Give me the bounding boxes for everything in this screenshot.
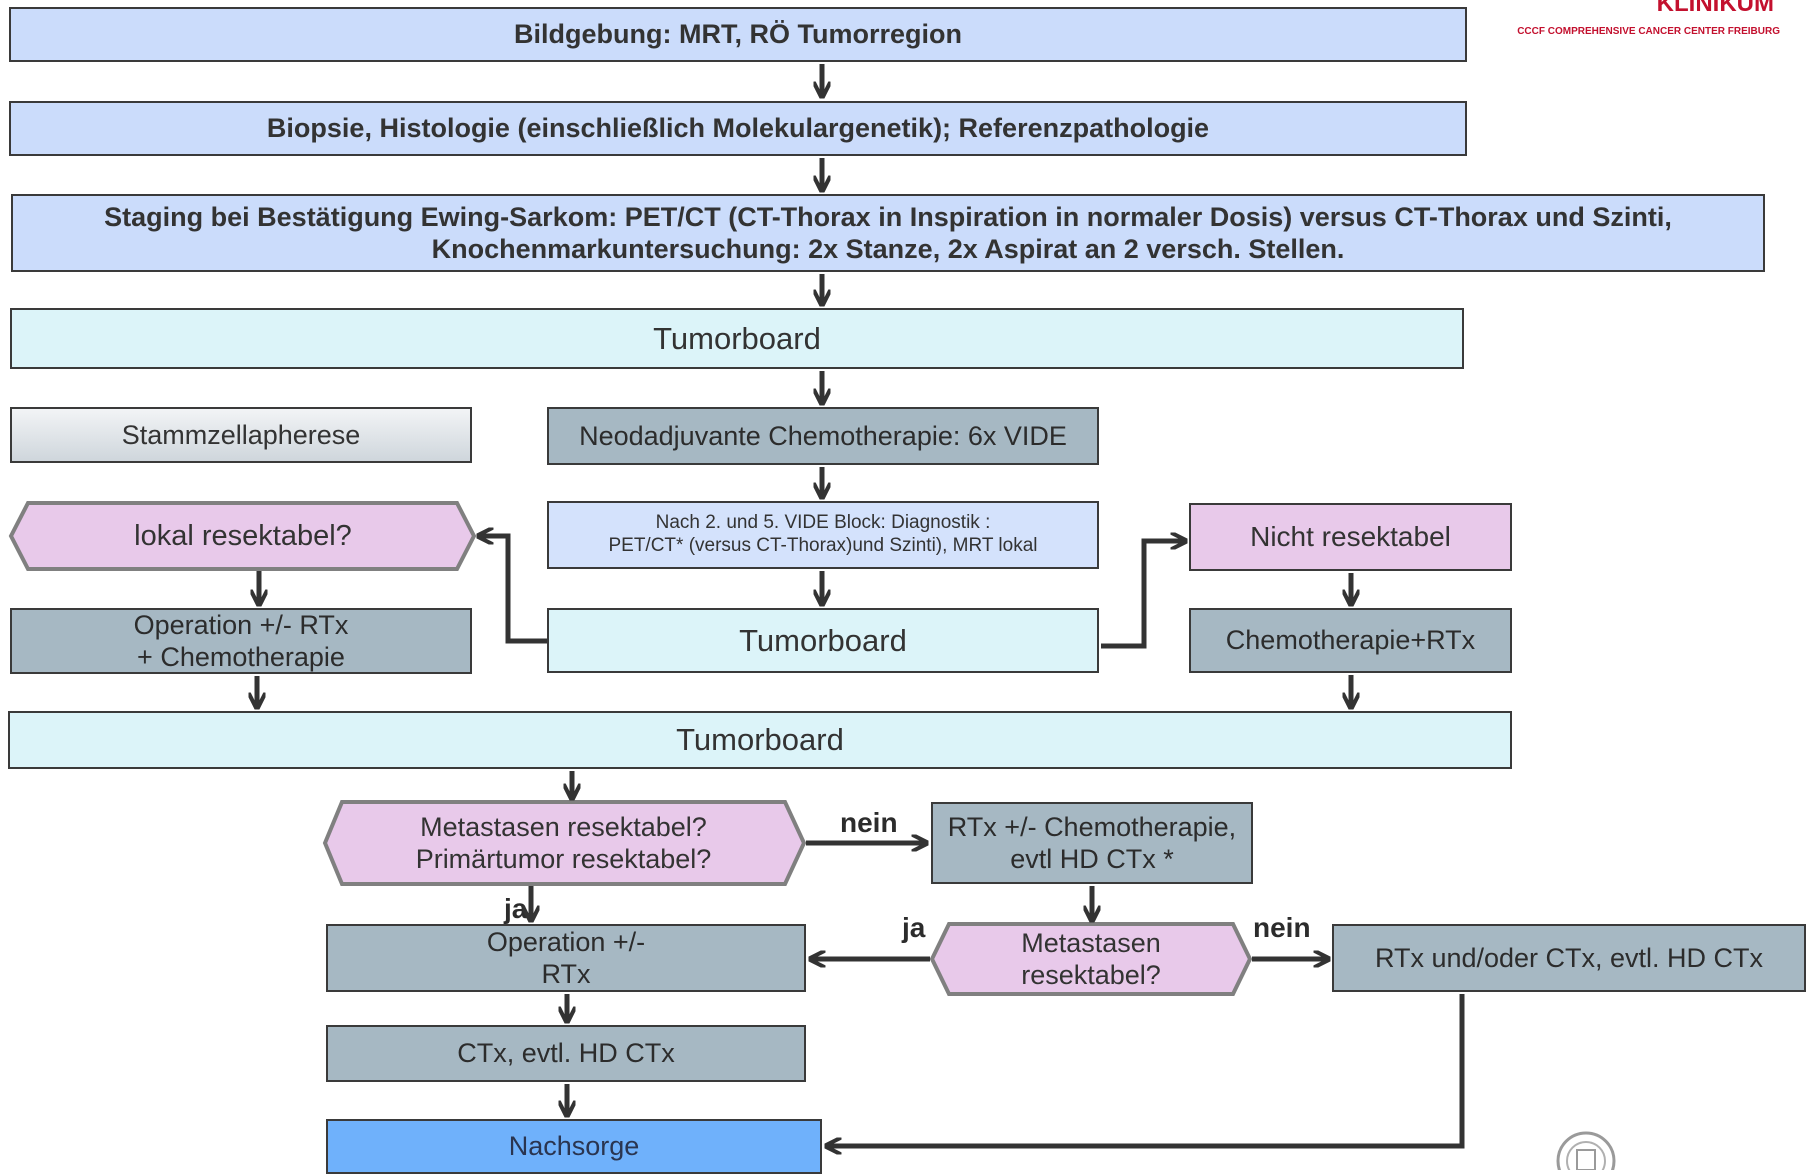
chemo-rtx-box: Chemotherapie+RTx [1189,608,1512,673]
operation-rtx-box: Operation +/- RTx [326,924,806,992]
tumorboard-1-box: Tumorboard [10,308,1464,369]
staging-text: Staging bei Bestätigung Ewing-Sarkom: PE… [104,201,1672,264]
aftercare-text: Nachsorge [508,1131,640,1162]
neoadjuvant-text: Neodadjuvante Chemotherapie: 6x VIDE [579,420,1067,451]
local-resectable-node: lokal resektabel? [28,503,458,569]
rtx-ctx-text: RTx und/oder CTx, evtl. HD CTx [1374,942,1764,973]
tumorboard-1-text: Tumorboard [653,320,821,356]
imaging-text: Bildgebung: MRT, RÖ Tumorregion [514,19,962,50]
arrow-tumorboard-not-resectable [1101,541,1186,649]
klinikum-logo: KLINIKUM CCCF COMPREHENSIVE CANCER CENTE… [1500,0,1800,44]
edge-label-ja-1: ja [504,893,528,924]
tumorboard-3-text: Tumorboard [676,722,844,758]
arrow-rtx-ctx-aftercare [826,994,1465,1146]
chemo-rtx-text: Chemotherapie+RTx [1225,625,1476,656]
not-resectable-box: Nicht resektabel [1189,503,1512,571]
diagnostics-text: Nach 2. und 5. VIDE Block: Diagnostik : … [608,512,1038,556]
metastases-question-text: Metastasen resektabel? Primärtumor resek… [415,811,712,874]
logo-title: KLINIKUM [1656,0,1774,17]
edge-label-ja-2: ja [902,912,926,943]
biopsy-text: Biopsie, Histologie (einschließlich Mole… [266,113,1210,144]
local-resectable-shape [8,501,477,571]
rtx-chemo-box: RTx +/- Chemotherapie, evtl HD CTx * [931,802,1253,884]
rtx-ctx-box: RTx und/oder CTx, evtl. HD CTx [1332,924,1806,992]
operation-chemo-text: Operation +/- RTx + Chemotherapie [133,609,349,672]
metastases-resectable-text: Metastasen resektabel? [1021,927,1161,990]
tumorboard-2-text: Tumorboard [739,622,907,658]
metastases-resectable-shape [929,922,1253,996]
operation-rtx-text: Operation +/- RTx [486,926,646,989]
stem-cell-box: Stammzellapherese [10,407,472,463]
not-resectable-text: Nicht resektabel [1250,521,1451,553]
arrow-tumorboard-local-resectable [478,536,547,644]
edge-label-nein-2: nein [1253,912,1311,943]
ctx-hd-box: CTx, evtl. HD CTx [326,1025,806,1082]
metastases-question-node: Metastasen resektabel? Primärtumor resek… [342,802,785,884]
tumorboard-2-box: Tumorboard [547,608,1099,673]
local-resectable-text: lokal resektabel? [134,519,352,552]
edge-label-nein-1: nein [840,807,898,838]
metastases-resectable-node: Metastasen resektabel? [949,924,1233,994]
staging-box: Staging bei Bestätigung Ewing-Sarkom: PE… [11,194,1765,272]
tumorboard-3-box: Tumorboard [8,711,1512,769]
diagnostics-box: Nach 2. und 5. VIDE Block: Diagnostik : … [547,501,1099,569]
operation-chemo-box: Operation +/- RTx + Chemotherapie [10,608,472,674]
metastases-question-shape [322,800,807,886]
imaging-box: Bildgebung: MRT, RÖ Tumorregion [9,7,1467,62]
rtx-chemo-text: RTx +/- Chemotherapie, evtl HD CTx * [947,811,1237,874]
logo-subtitle: CCCF COMPREHENSIVE CANCER CENTER FREIBUR… [1517,26,1780,37]
neoadjuvant-box: Neodadjuvante Chemotherapie: 6x VIDE [547,407,1099,465]
ctx-hd-text: CTx, evtl. HD CTx [457,1038,675,1069]
aftercare-box: Nachsorge [326,1119,822,1174]
stem-cell-text: Stammzellapherese [121,419,361,450]
biopsy-box: Biopsie, Histologie (einschließlich Mole… [9,101,1467,156]
